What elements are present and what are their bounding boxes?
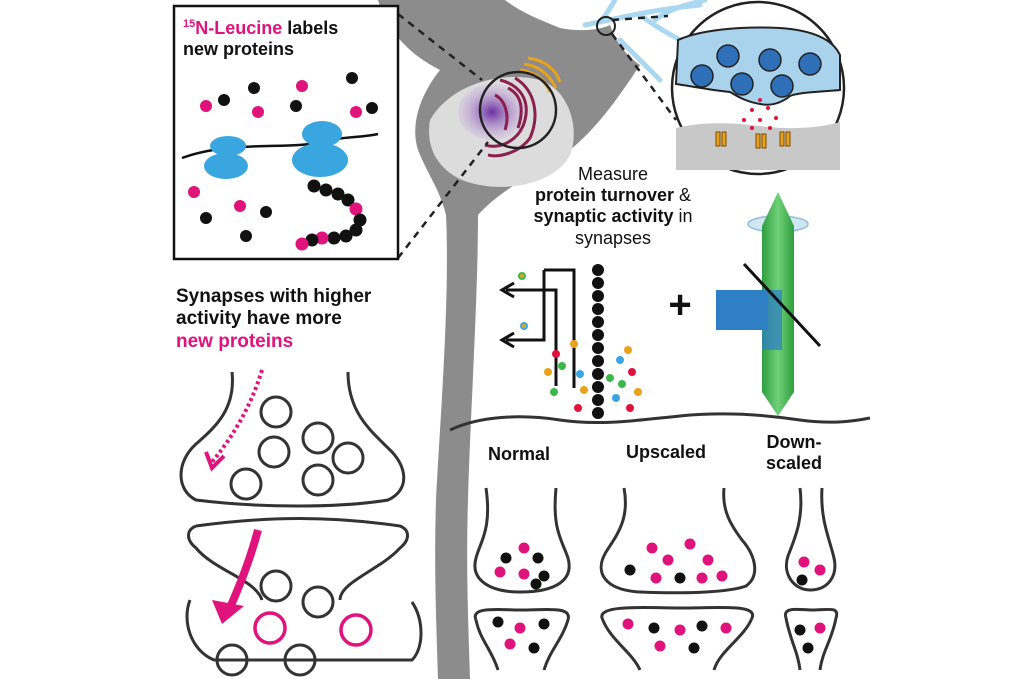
synapse-zoom-inset xyxy=(670,0,846,176)
mass-spec-schematic xyxy=(499,264,642,419)
high-activity-arrow xyxy=(224,528,262,614)
microscope-beam xyxy=(716,192,822,416)
upscaled-synapse xyxy=(599,487,757,671)
activity-line2: activity have more xyxy=(176,308,342,330)
low-activity-arrow xyxy=(210,369,264,464)
free-amino-acids xyxy=(188,72,378,242)
laser-blue-beam xyxy=(716,290,768,330)
leucine-inset-box xyxy=(172,4,400,261)
downscaled-line1: Down- xyxy=(766,432,822,452)
neuron-body xyxy=(378,0,640,679)
ribosome-right xyxy=(292,121,348,177)
high-activity-synapse xyxy=(185,517,423,677)
nascent-protein-chain xyxy=(295,179,367,251)
downscaled-synapse xyxy=(783,487,839,671)
activity-line3: new proteins xyxy=(176,330,294,352)
condition-upscaled: Upscaled xyxy=(626,442,707,462)
soma-zoom-circle xyxy=(478,70,558,150)
zoom-dashed-lines xyxy=(397,13,678,259)
nucleus xyxy=(458,84,526,140)
ion-particles xyxy=(518,272,642,412)
receptors xyxy=(715,131,791,149)
low-activity-synapse xyxy=(179,369,406,508)
downscaled-line2: scaled xyxy=(766,453,823,474)
leucine-box-line2: new proteins xyxy=(183,39,295,60)
plus-sign: + xyxy=(668,283,691,327)
measure-line1: Measure xyxy=(577,164,649,184)
neurotransmitters xyxy=(742,98,778,130)
measure-line2-rest: & xyxy=(674,185,692,206)
leucine-label-rest: labels xyxy=(282,18,339,38)
ribosome-left xyxy=(204,136,248,179)
condition-downscaled: Down- scaled xyxy=(766,432,822,474)
dichroic-mirror xyxy=(742,262,822,348)
spine-zoom-circle xyxy=(596,16,616,36)
leucine-box-title: 15N-Leucine labels new proteins xyxy=(183,18,338,60)
endoplasmic-reticulum xyxy=(484,76,537,158)
activity-line1: Synapses with higher xyxy=(176,286,372,307)
condition-normal: Normal xyxy=(488,444,551,464)
measure-line3-rest: in xyxy=(673,206,693,227)
isotope-superscript: 15 xyxy=(183,18,196,30)
normal-synapse xyxy=(473,487,571,671)
chromatography-column xyxy=(592,264,604,419)
vesicles xyxy=(690,44,822,98)
measure-caption: Measure protein turnover & synaptic acti… xyxy=(508,164,718,249)
membrane-line xyxy=(449,412,871,432)
activity-claim: Synapses with higher activity have more … xyxy=(176,286,371,353)
measure-synaptic-activity: synaptic activity xyxy=(533,206,674,227)
measure-protein-turnover: protein turnover xyxy=(534,185,674,206)
leucine-label: N-Leucine xyxy=(195,18,283,38)
measure-line4: synapses xyxy=(574,227,652,248)
